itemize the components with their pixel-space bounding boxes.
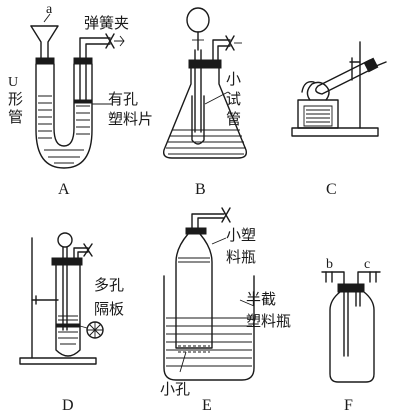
small-test-tube-b bbox=[191, 95, 205, 145]
stand-base-d bbox=[19, 357, 97, 365]
bottle-label-2: 料瓶 bbox=[226, 248, 256, 266]
small-plastic-bottle bbox=[175, 233, 213, 349]
apparatus-c: C bbox=[291, 41, 387, 198]
tube-label-2: 试 bbox=[226, 90, 241, 108]
letter-a: A bbox=[58, 181, 70, 198]
spring-clip-b bbox=[225, 35, 235, 51]
gas-washing-bottle-f bbox=[329, 291, 375, 383]
plate-label-2: 塑料片 bbox=[108, 110, 153, 128]
conical-flask-b bbox=[162, 67, 248, 159]
port-c-label: c bbox=[364, 257, 370, 272]
spring-clip-e bbox=[221, 207, 231, 223]
letter-e: E bbox=[202, 397, 212, 414]
port-b bbox=[325, 271, 333, 283]
porous-board-d bbox=[55, 323, 81, 328]
hole-label: 小孔 bbox=[160, 380, 190, 398]
letter-d: D bbox=[62, 397, 74, 414]
stopper-left-a bbox=[35, 57, 55, 65]
half-bottle-label-1: 半截 bbox=[246, 290, 276, 308]
test-tube-d bbox=[55, 264, 81, 357]
alcohol-lamp-c bbox=[297, 99, 339, 129]
funnel-bulb-b bbox=[186, 7, 210, 33]
u-tube-label-1: U bbox=[8, 75, 18, 90]
stand-base-c bbox=[291, 127, 379, 137]
board-label-1: 多孔 bbox=[94, 276, 124, 294]
u-tube-label-3: 管 bbox=[8, 108, 23, 126]
port-b-label: b bbox=[326, 257, 333, 272]
apparatus-e: 小塑 料瓶 半截 塑料瓶 小孔 E bbox=[160, 207, 291, 414]
half-bottle-label-2: 塑料瓶 bbox=[246, 312, 291, 330]
tube-label-1: 小 bbox=[226, 70, 241, 88]
letter-b: B bbox=[195, 181, 206, 198]
stopper-f bbox=[337, 283, 365, 293]
apparatus-d: 多孔 隔板 D bbox=[19, 232, 124, 414]
tube-label-3: 管 bbox=[226, 110, 241, 128]
perforated-plate-a bbox=[73, 99, 93, 104]
clamp-label-a: 弹簧夹 bbox=[84, 14, 129, 32]
apparatus-f: b c F bbox=[321, 257, 381, 414]
test-tube-c bbox=[315, 59, 375, 95]
stopper-right-a bbox=[73, 57, 93, 65]
board-label-2: 隔板 bbox=[94, 300, 124, 318]
letter-f: F bbox=[344, 397, 353, 414]
apparatus-a: a 弹簧夹 U 形 管 有孔 塑料片 A bbox=[8, 2, 153, 198]
funnel-a bbox=[30, 25, 59, 61]
plate-label-1: 有孔 bbox=[108, 90, 138, 108]
bottle-label-1: 小塑 bbox=[226, 226, 256, 244]
label-a: a bbox=[46, 2, 53, 17]
half-cut-bottle bbox=[163, 275, 255, 381]
stopper-b bbox=[188, 59, 222, 69]
letter-c: C bbox=[326, 181, 337, 198]
u-tube bbox=[35, 63, 93, 169]
u-tube-label-2: 形 bbox=[8, 90, 23, 108]
apparatus-b: 小 试 管 B bbox=[162, 7, 248, 198]
port-c bbox=[369, 271, 377, 283]
spring-clip-a bbox=[105, 33, 115, 49]
